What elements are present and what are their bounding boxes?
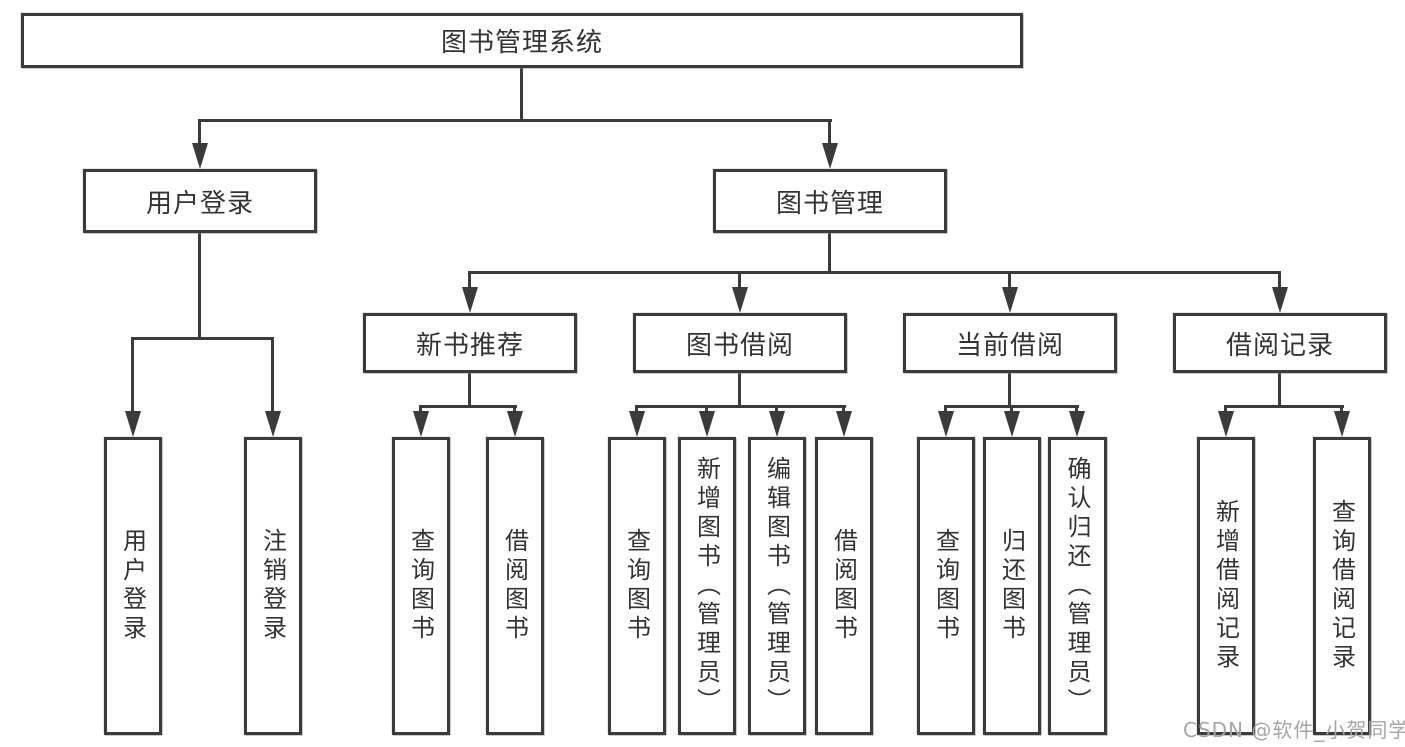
connector-line	[705, 405, 708, 415]
connector-line	[842, 405, 845, 415]
connector-line	[1224, 405, 1344, 408]
connector-line	[1340, 405, 1343, 415]
connector-line	[1278, 271, 1281, 291]
connector-line	[1075, 405, 1078, 415]
connector-line	[198, 233, 201, 339]
arrow-down-icon	[462, 287, 478, 313]
arrow-down-icon	[1002, 287, 1018, 313]
node-bb-add-book: 新增图书（管理员）	[678, 437, 736, 735]
node-root-label: 图书管理系统	[440, 28, 603, 58]
node-rec-query-book: 查询图书	[392, 437, 450, 735]
connector-line	[468, 271, 1281, 274]
connector-line	[635, 405, 846, 408]
node-cb-return-book: 归还图书	[983, 437, 1041, 735]
connector-line	[828, 233, 831, 274]
connector-line	[198, 119, 832, 122]
node-br-add-record-label: 新增借阅记录	[1211, 499, 1240, 673]
node-bb-borrow-book: 借阅图书	[815, 437, 873, 735]
node-user-login-leaf: 用户登录	[104, 437, 162, 735]
arrow-down-icon	[769, 411, 785, 437]
arrow-down-icon	[938, 411, 954, 437]
connector-line	[419, 405, 422, 415]
node-borrow-record: 借阅记录	[1173, 313, 1387, 373]
arrow-down-icon	[265, 411, 281, 437]
node-cb-query-book-label: 查询图书	[931, 528, 960, 644]
connector-line	[468, 373, 471, 408]
arrow-down-icon	[1218, 411, 1234, 437]
node-borrow-record-label: 借阅记录	[1225, 330, 1334, 361]
arrow-down-icon	[732, 287, 748, 313]
node-book-borrow: 图书借阅	[633, 313, 847, 373]
node-new-book-rec: 新书推荐	[363, 313, 577, 373]
connector-line	[828, 119, 831, 151]
node-book-mgmt: 图书管理	[713, 169, 947, 233]
connector-line	[520, 68, 523, 121]
connector-line	[738, 373, 741, 408]
connector-line	[1224, 405, 1227, 415]
node-bb-edit-book: 编辑图书（管理员）	[748, 437, 806, 735]
arrow-down-icon	[413, 411, 429, 437]
connector-line	[198, 119, 201, 151]
node-rec-borrow-book: 借阅图书	[486, 437, 544, 735]
node-bb-add-book-label: 新增图书（管理员）	[692, 455, 721, 717]
arrow-down-icon	[836, 411, 852, 437]
connector-line	[513, 405, 516, 415]
connector-line	[468, 271, 471, 291]
arrow-down-icon	[699, 411, 715, 437]
node-rec-borrow-book-label: 借阅图书	[500, 528, 529, 644]
node-br-query-record: 查询借阅记录	[1313, 437, 1371, 735]
arrow-down-icon	[1272, 287, 1288, 313]
watermark-text: CSDN @软件_小贺同学	[1183, 718, 1405, 742]
arrow-down-icon	[192, 143, 208, 169]
connector-line	[1008, 373, 1011, 408]
connector-line	[738, 271, 741, 291]
node-cb-confirm-return: 确认归还（管理员）	[1048, 437, 1107, 735]
node-br-query-record-label: 查询借阅记录	[1327, 499, 1356, 673]
arrow-down-icon	[1069, 411, 1085, 437]
arrow-down-icon	[822, 143, 838, 169]
node-user-login-leaf-label: 用户登录	[118, 528, 147, 644]
connector-line	[1008, 271, 1011, 291]
node-book-borrow-label: 图书借阅	[685, 330, 794, 361]
connector-line	[131, 337, 274, 340]
node-bb-query-book-label: 查询图书	[622, 528, 651, 644]
node-cb-return-book-label: 归还图书	[997, 528, 1026, 644]
node-cb-confirm-return-label: 确认归还（管理员）	[1063, 455, 1091, 717]
node-logout-label: 注销登录	[258, 528, 287, 644]
node-bb-query-book: 查询图书	[608, 437, 666, 735]
arrow-down-icon	[1004, 411, 1020, 437]
connector-line	[1010, 405, 1013, 415]
node-br-add-record: 新增借阅记录	[1197, 437, 1255, 735]
node-current-borrow: 当前借阅	[903, 313, 1117, 373]
node-user-login-label: 用户登录	[145, 188, 254, 219]
arrow-down-icon	[507, 411, 523, 437]
connector-line	[419, 405, 517, 408]
node-root: 图书管理系统	[21, 13, 1023, 68]
connector-line	[775, 405, 778, 415]
connector-line	[131, 337, 134, 415]
arrow-down-icon	[125, 411, 141, 437]
node-current-borrow-label: 当前借阅	[955, 330, 1064, 361]
node-new-book-rec-label: 新书推荐	[415, 330, 524, 361]
node-bb-edit-book-label: 编辑图书（管理员）	[762, 455, 791, 717]
node-cb-query-book: 查询图书	[917, 437, 975, 735]
node-logout: 注销登录	[244, 437, 302, 735]
connector-line	[635, 405, 638, 415]
arrow-down-icon	[629, 411, 645, 437]
node-user-login: 用户登录	[83, 169, 317, 233]
node-book-mgmt-label: 图书管理	[775, 188, 884, 219]
connector-line	[1278, 373, 1281, 408]
connector-line	[944, 405, 947, 415]
arrow-down-icon	[1334, 411, 1350, 437]
node-rec-query-book-label: 查询图书	[406, 528, 435, 644]
node-bb-borrow-book-label: 借阅图书	[829, 528, 858, 644]
connector-line	[271, 337, 274, 415]
